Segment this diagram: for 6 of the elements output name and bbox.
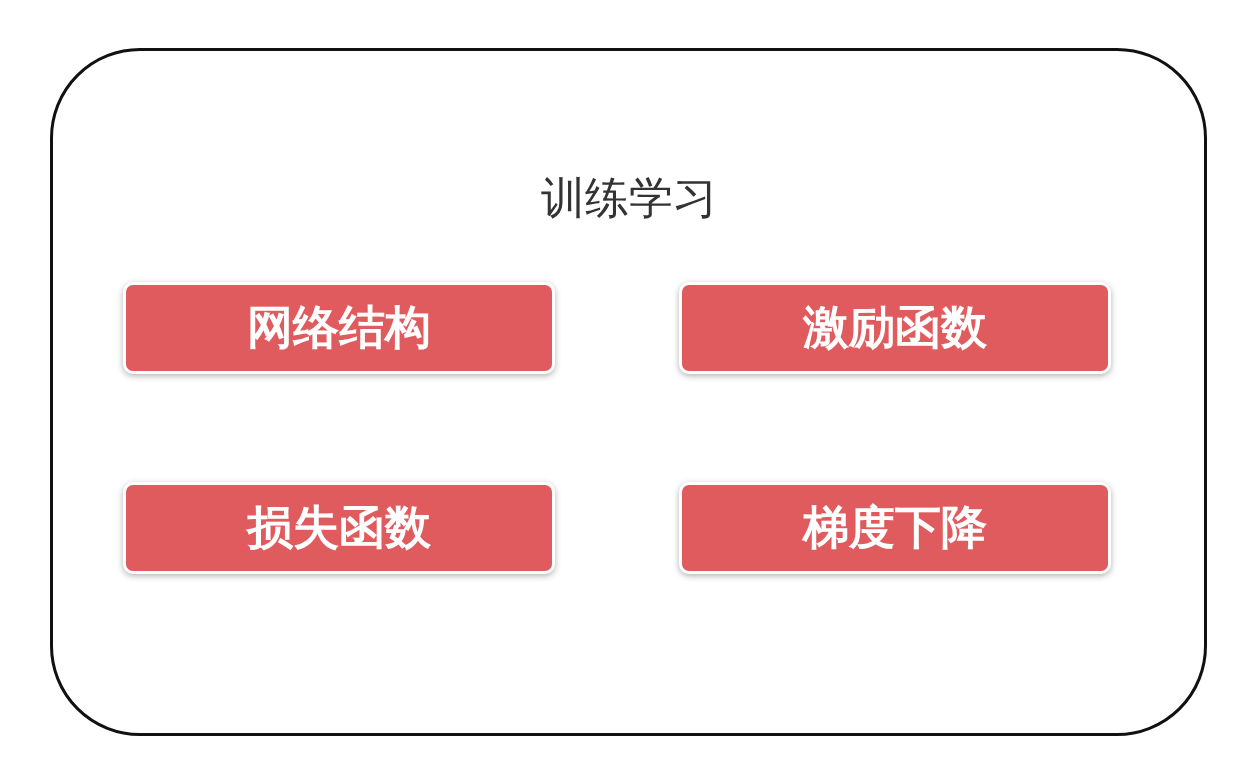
topic-box: 损失函数 bbox=[123, 482, 555, 574]
topic-box: 网络结构 bbox=[123, 282, 555, 374]
topic-box: 梯度下降 bbox=[679, 482, 1111, 574]
topic-box: 激励函数 bbox=[679, 282, 1111, 374]
rounded-frame bbox=[50, 48, 1207, 736]
frame-title: 训练学习 bbox=[540, 171, 717, 225]
